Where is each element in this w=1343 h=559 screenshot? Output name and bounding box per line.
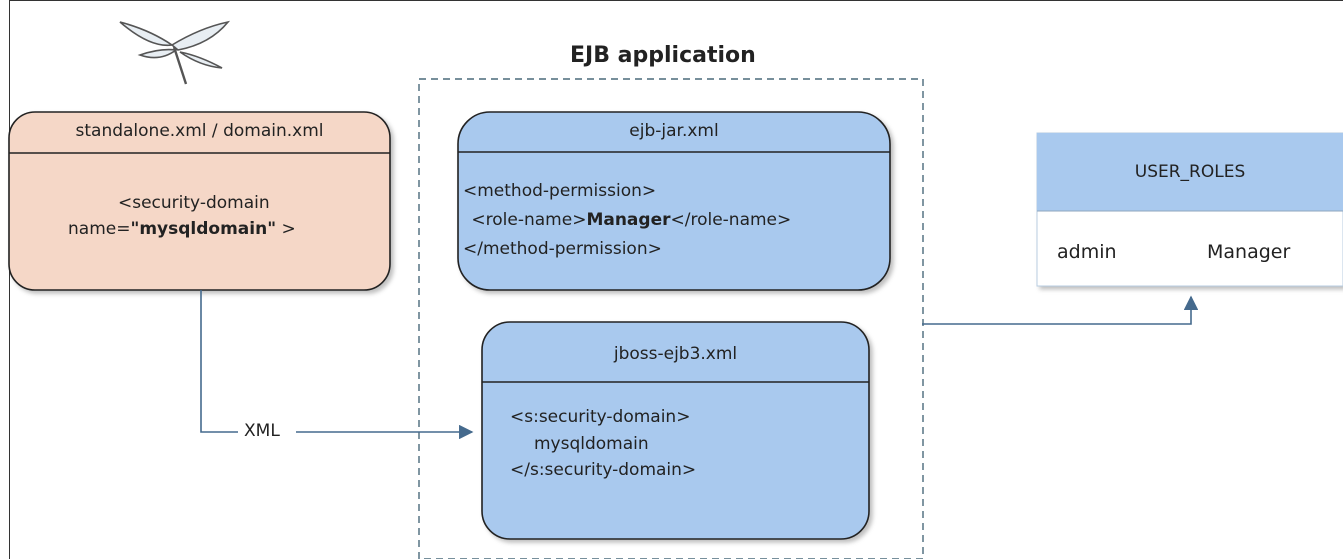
user-roles-connector-line bbox=[922, 295, 1199, 325]
jboss-line-2: mysqldomain bbox=[534, 434, 649, 454]
ejb-application-title: EJB application bbox=[570, 43, 756, 68]
standalone-line-1: <security-domain bbox=[118, 193, 270, 213]
ejb-jar-line-3: </method-permission> bbox=[463, 239, 662, 259]
ejb-jar-line-2-value: Manager bbox=[586, 210, 671, 230]
ejb-jar-line-1: <method-permission> bbox=[463, 181, 657, 201]
jboss-ejb3-box bbox=[481, 321, 870, 540]
standalone-line-2-value: "mysqldomain" bbox=[130, 219, 277, 239]
standalone-line-2: name="mysqldomain" > bbox=[68, 218, 296, 240]
user-roles-title: USER_ROLES bbox=[1134, 162, 1246, 182]
diagram-frame bbox=[9, 0, 1343, 559]
ejb-jar-box-title: ejb-jar.xml bbox=[629, 121, 719, 141]
standalone-box-title: standalone.xml / domain.xml bbox=[75, 121, 324, 141]
ejb-application-container bbox=[418, 78, 924, 559]
user-roles-cell-role: Manager bbox=[1207, 241, 1291, 263]
standalone-line-2-suffix: > bbox=[276, 219, 296, 239]
ejb-jar-line-2-suffix: </role-name> bbox=[670, 210, 792, 230]
jboss-line-1: <s:security-domain> bbox=[510, 407, 691, 427]
xml-connector-label: XML bbox=[244, 421, 280, 441]
standalone-line-2-prefix: name= bbox=[68, 219, 131, 239]
jboss-box-title: jboss-ejb3.xml bbox=[613, 344, 738, 364]
wildfly-logo-icon bbox=[119, 20, 231, 85]
standalone-xml-box bbox=[8, 111, 391, 291]
jboss-line-3: </s:security-domain> bbox=[510, 460, 697, 480]
user-roles-cell-user: admin bbox=[1057, 241, 1117, 263]
xml-connector-line bbox=[200, 290, 474, 440]
ejb-jar-box bbox=[457, 111, 891, 291]
ejb-jar-line-2-prefix: <role-name> bbox=[466, 210, 587, 230]
ejb-jar-line-2: <role-name>Manager</role-name> bbox=[466, 209, 791, 231]
